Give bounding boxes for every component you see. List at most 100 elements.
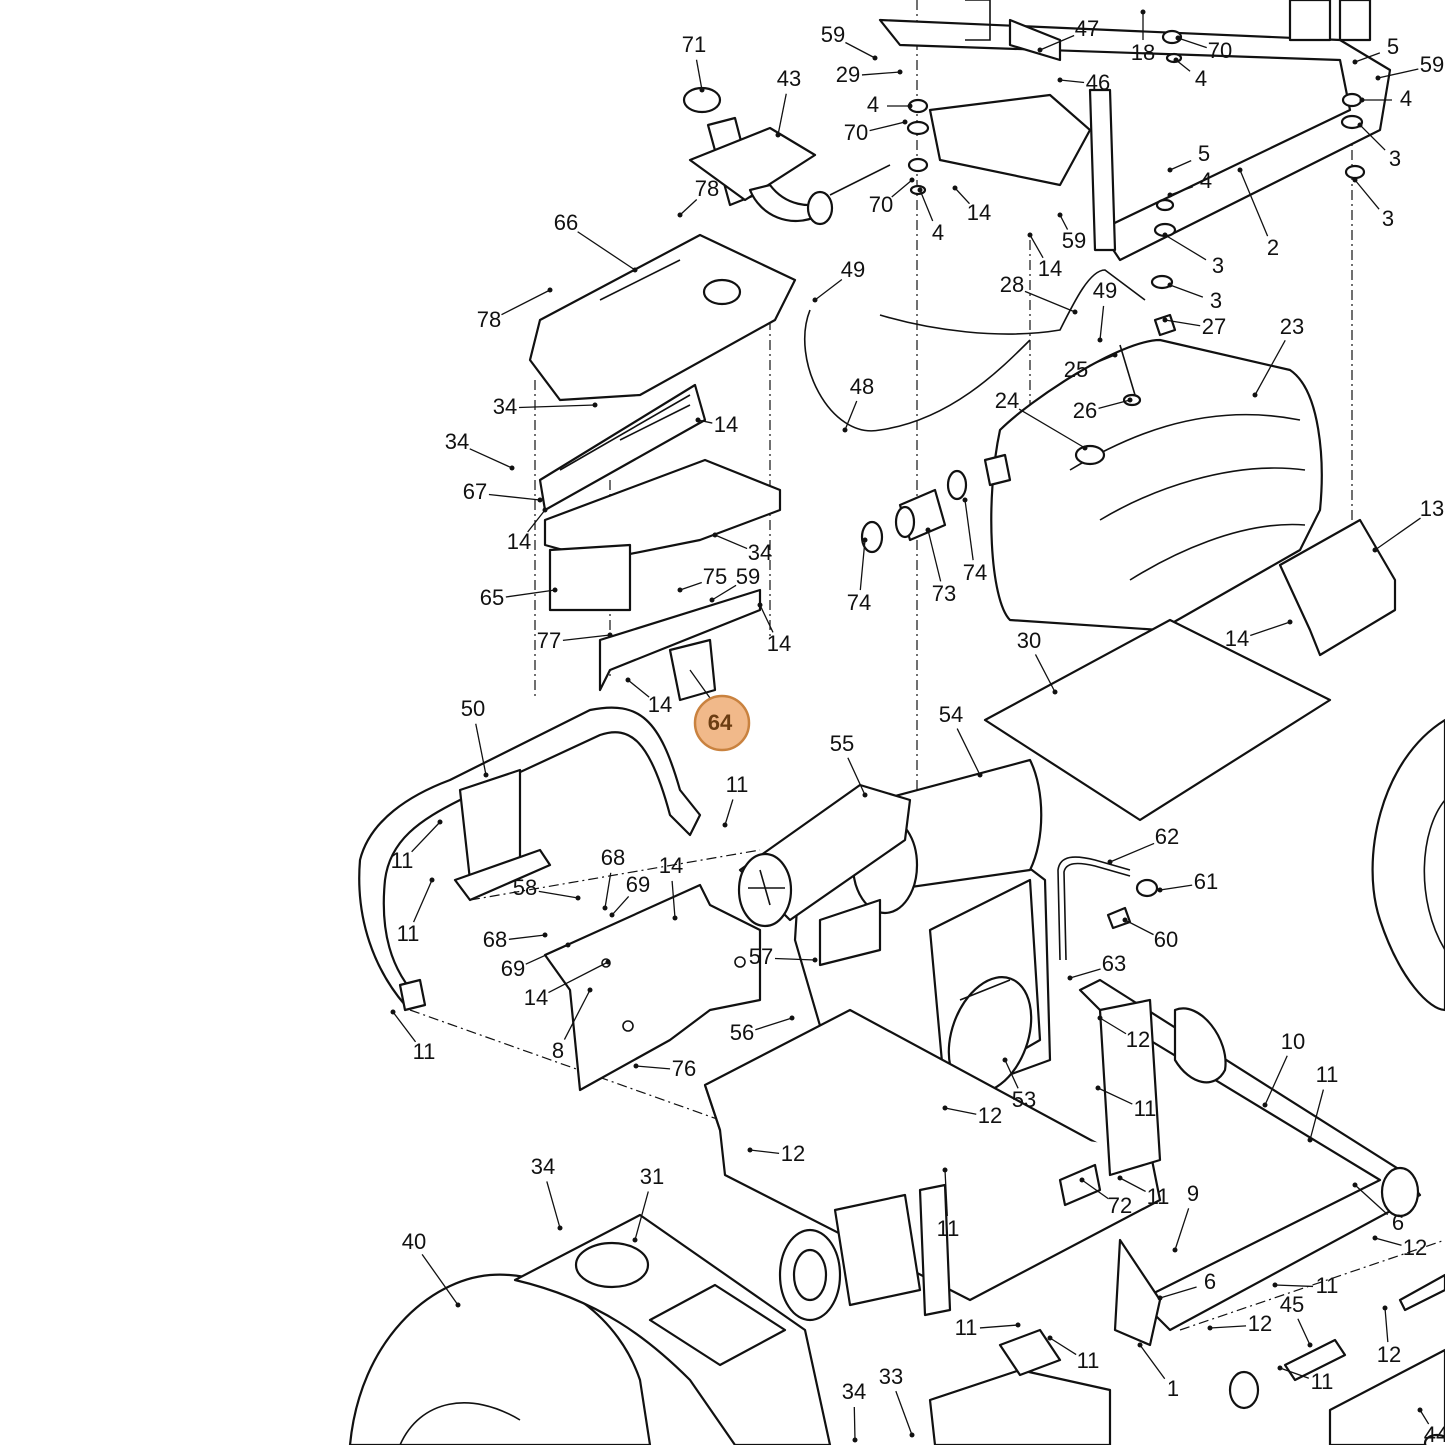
- part-callout[interactable]: 47: [1037, 16, 1100, 53]
- part-callout[interactable]: 14: [659, 853, 683, 921]
- part-callout[interactable]: 12: [1377, 1305, 1401, 1367]
- part-callout[interactable]: 59: [1375, 52, 1445, 81]
- part-callout[interactable]: 60: [1122, 917, 1179, 952]
- part-callout[interactable]: 3: [1162, 232, 1225, 278]
- part-callout[interactable]: 14: [1027, 232, 1063, 281]
- part-callout[interactable]: 70: [844, 119, 908, 145]
- part-callout[interactable]: 12: [1097, 1015, 1151, 1052]
- part-callout[interactable]: 11: [1272, 1273, 1339, 1298]
- part-callout[interactable]: 2: [1237, 167, 1280, 260]
- part-callout[interactable]: 11: [722, 772, 749, 828]
- part-callout[interactable]: 8: [552, 987, 593, 1063]
- part-callout[interactable]: 73: [925, 527, 957, 606]
- part-callout[interactable]: 34: [842, 1379, 866, 1443]
- part-callout[interactable]: 12: [747, 1141, 806, 1166]
- part-callout[interactable]: 9: [1172, 1181, 1200, 1253]
- part-callout[interactable]: 34: [531, 1154, 563, 1231]
- part-callout[interactable]: 27: [1162, 314, 1227, 339]
- part-callout[interactable]: 3: [1167, 282, 1223, 313]
- part-callout[interactable]: 68: [483, 927, 548, 952]
- part-callout[interactable]: 49: [1093, 278, 1117, 343]
- highlighted-callout[interactable]: 64: [689, 669, 751, 752]
- part-callout[interactable]: 49: [812, 257, 866, 303]
- part-callout[interactable]: 74: [962, 497, 988, 585]
- part-callout[interactable]: 76: [633, 1056, 697, 1081]
- part-callout[interactable]: 12: [942, 1103, 1003, 1128]
- part-callout[interactable]: 29: [836, 62, 903, 87]
- part-callout[interactable]: 6: [1352, 1182, 1405, 1235]
- part-callout[interactable]: 26: [1073, 397, 1133, 423]
- part-callout[interactable]: 63: [1067, 951, 1127, 981]
- part-callout[interactable]: 5: [1167, 141, 1211, 173]
- part-callout[interactable]: 45: [1280, 1292, 1313, 1348]
- part-callout[interactable]: 59: [821, 22, 878, 61]
- part-callout[interactable]: 28: [1000, 272, 1078, 315]
- part-callout[interactable]: 31: [632, 1164, 665, 1243]
- part-callout[interactable]: 78: [477, 287, 553, 332]
- part-callout[interactable]: 68: [601, 845, 625, 911]
- part-callout[interactable]: 65: [480, 585, 558, 610]
- part-callout[interactable]: 14: [507, 507, 548, 554]
- part-callout[interactable]: 11: [397, 877, 435, 946]
- part-callout[interactable]: 62: [1107, 824, 1180, 865]
- part-callout[interactable]: 10: [1262, 1029, 1306, 1108]
- part-callout[interactable]: 61: [1157, 869, 1219, 894]
- part-callout[interactable]: 5: [1352, 34, 1400, 65]
- part-callout[interactable]: 30: [1017, 628, 1058, 695]
- part-callout[interactable]: 69: [609, 872, 651, 918]
- part-callout[interactable]: 71: [682, 32, 706, 93]
- part-callout[interactable]: 4: [1359, 86, 1413, 111]
- part-callout[interactable]: 1: [1137, 1342, 1180, 1401]
- part-callout[interactable]: 11: [937, 1167, 960, 1241]
- part-callout[interactable]: 56: [730, 1015, 795, 1045]
- part-callout[interactable]: 58: [513, 875, 581, 901]
- part-callout[interactable]: 46: [1057, 70, 1111, 95]
- part-callout[interactable]: 11: [1095, 1085, 1157, 1121]
- part-callout[interactable]: 4: [1173, 57, 1208, 91]
- part-callout[interactable]: 25: [1064, 352, 1118, 382]
- part-callout[interactable]: 18: [1131, 9, 1155, 65]
- part-callout[interactable]: 11: [391, 819, 443, 873]
- part-callout[interactable]: 53: [1002, 1057, 1037, 1112]
- part-callout[interactable]: 69: [501, 942, 571, 981]
- part-callout[interactable]: 3: [1352, 177, 1395, 231]
- part-callout[interactable]: 14: [695, 412, 739, 437]
- part-callout[interactable]: 14: [524, 959, 611, 1010]
- part-callout[interactable]: 11: [390, 1009, 436, 1064]
- part-callout[interactable]: 11: [1047, 1335, 1100, 1373]
- part-callout[interactable]: 70: [1175, 35, 1233, 63]
- part-callout[interactable]: 74: [847, 537, 871, 615]
- part-callout[interactable]: 13: [1372, 496, 1445, 553]
- part-callout[interactable]: 6: [1157, 1269, 1217, 1301]
- part-callout[interactable]: 11: [955, 1315, 1021, 1340]
- part-callout[interactable]: 11: [1277, 1365, 1334, 1394]
- part-callout[interactable]: 12: [1207, 1311, 1273, 1336]
- part-callout[interactable]: 67: [463, 479, 543, 504]
- part-callout[interactable]: 34: [712, 532, 773, 565]
- part-callout[interactable]: 40: [402, 1229, 461, 1308]
- part-callout[interactable]: 4: [917, 187, 945, 245]
- part-callout[interactable]: 54: [939, 702, 983, 778]
- part-callout[interactable]: 72: [1079, 1177, 1133, 1218]
- part-callout[interactable]: 34: [445, 429, 515, 471]
- part-callout[interactable]: 48: [842, 374, 875, 433]
- part-callout[interactable]: 66: [554, 210, 638, 273]
- part-callout[interactable]: 14: [1225, 619, 1293, 651]
- part-callout[interactable]: 70: [869, 177, 915, 217]
- part-callout[interactable]: 4: [867, 92, 913, 117]
- part-callout[interactable]: 23: [1252, 314, 1305, 398]
- part-callout[interactable]: 75: [677, 564, 728, 593]
- part-callout[interactable]: 78: [677, 176, 720, 218]
- part-callout[interactable]: 4: [1167, 168, 1213, 198]
- part-callout[interactable]: 3: [1357, 122, 1402, 171]
- part-callout[interactable]: 14: [757, 602, 792, 656]
- part-callout[interactable]: 77: [537, 628, 613, 653]
- part-callout[interactable]: 50: [461, 696, 489, 778]
- part-callout[interactable]: 14: [952, 185, 992, 225]
- part-callout[interactable]: 57: [749, 944, 818, 969]
- part-callout[interactable]: 33: [879, 1364, 915, 1438]
- part-callout[interactable]: 11: [1307, 1062, 1339, 1143]
- part-callout[interactable]: 43: [775, 66, 802, 138]
- part-callout[interactable]: 12: [1372, 1235, 1428, 1260]
- part-callout[interactable]: 24: [995, 388, 1088, 451]
